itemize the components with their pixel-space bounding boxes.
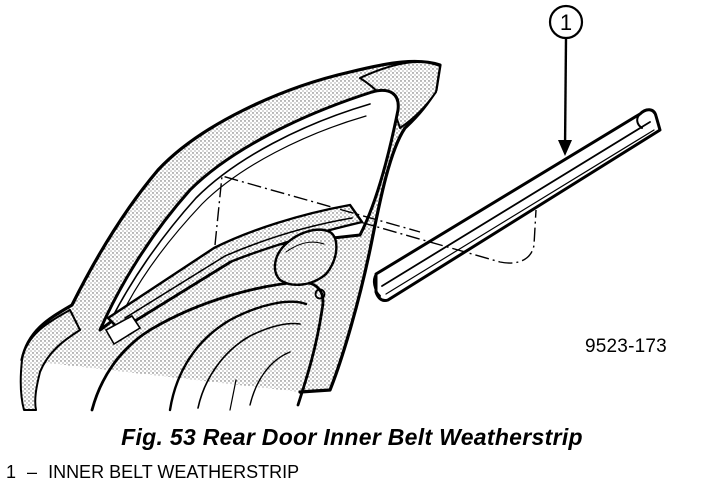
callout-1: 1 xyxy=(548,4,584,156)
inner-belt-weatherstrip xyxy=(372,108,662,302)
callout-arrowhead xyxy=(558,140,572,156)
figure-caption: Fig. 53 Rear Door Inner Belt Weatherstri… xyxy=(121,424,583,450)
legend-separator: – xyxy=(27,462,38,482)
leader-lines xyxy=(214,175,537,264)
legend-item: 1 – INNER BELT WEATHERSTRIP xyxy=(6,462,305,483)
legend-number: 1 xyxy=(6,462,17,482)
callout-number: 1 xyxy=(560,10,572,35)
legend-label: INNER BELT WEATHERSTRIP xyxy=(48,462,300,482)
callout-leader xyxy=(563,37,568,151)
door-frame xyxy=(19,59,442,412)
figure-number: 9523-173 xyxy=(585,336,667,357)
